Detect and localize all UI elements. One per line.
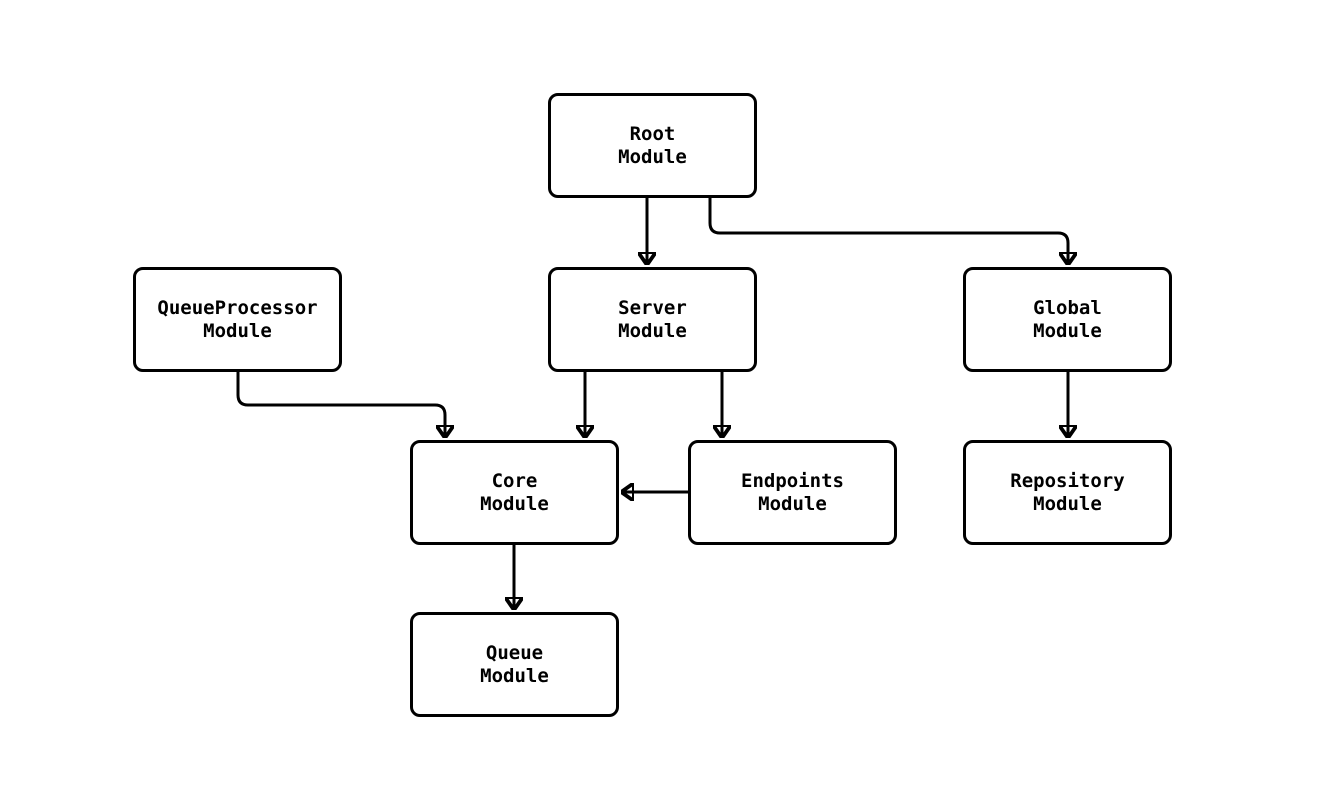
- node-repository-module-label: Repository Module: [1010, 469, 1125, 515]
- node-endpoints-module: Endpoints Module: [688, 440, 897, 545]
- node-core-module-label: Core Module: [480, 469, 549, 515]
- node-queue-module: Queue Module: [410, 612, 619, 717]
- node-root-module: Root Module: [548, 93, 757, 198]
- node-queueprocessor-module: QueueProcessor Module: [133, 267, 342, 372]
- node-core-module: Core Module: [410, 440, 619, 545]
- node-endpoints-module-label: Endpoints Module: [741, 469, 844, 515]
- node-queue-module-label: Queue Module: [480, 641, 549, 687]
- edge-queueprocessor-to-core: [236, 372, 445, 436]
- node-server-module-label: Server Module: [618, 296, 687, 342]
- node-global-module-label: Global Module: [1033, 296, 1102, 342]
- node-server-module: Server Module: [548, 267, 757, 372]
- node-global-module: Global Module: [963, 267, 1172, 372]
- node-repository-module: Repository Module: [963, 440, 1172, 545]
- node-root-module-label: Root Module: [618, 122, 687, 168]
- edge-root-to-global: [708, 197, 1068, 263]
- node-queueprocessor-module-label: QueueProcessor Module: [157, 296, 318, 342]
